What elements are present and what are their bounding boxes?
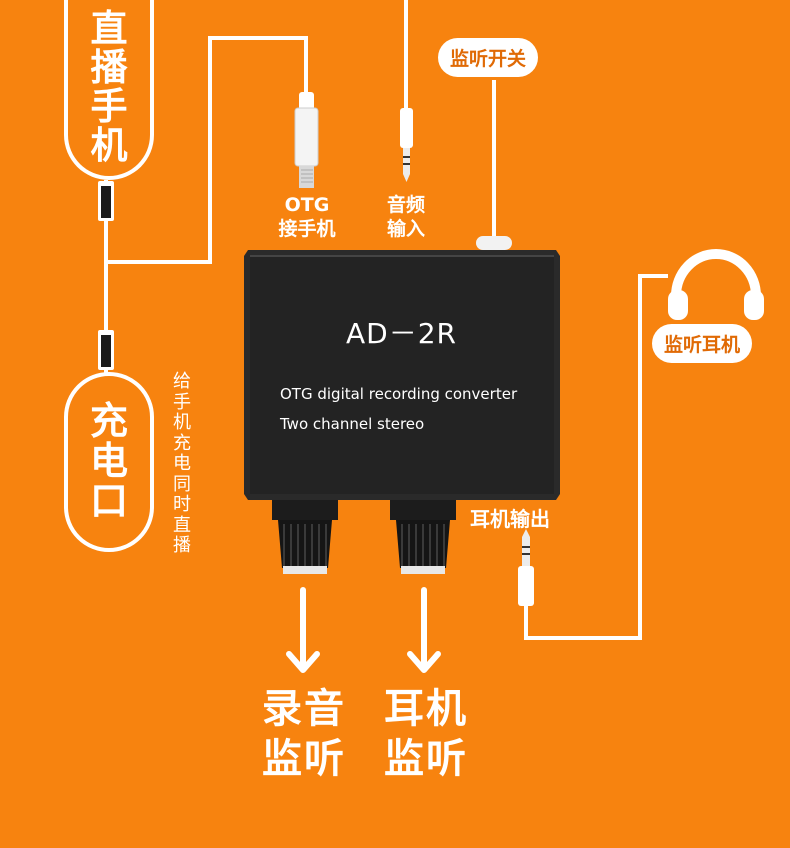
record-monitor-line2: 监听: [262, 736, 346, 782]
otg-label-line1: OTG: [284, 194, 330, 216]
audio-input-label-line2: 输入: [386, 217, 425, 240]
charge-note-char: 电: [173, 453, 191, 475]
otg-plug: [294, 92, 319, 188]
audio-input-label: 音频 输入: [372, 194, 440, 242]
otg-wire: [106, 36, 308, 264]
device-line2: Two channel stereo: [280, 415, 425, 433]
arrow-right: [407, 587, 441, 673]
record-monitor-line1: 录音: [262, 686, 346, 732]
headphone-output-label: 耳机输出: [470, 507, 550, 531]
phone-box-char: 直: [90, 7, 128, 51]
otg-label: OTG 接手机: [262, 194, 352, 242]
phone-connector-top: [98, 181, 114, 221]
headphone-output-wire: [524, 274, 668, 640]
converter-device: [244, 250, 560, 574]
charge-box-char: 充: [89, 399, 128, 444]
audio-input-plug: [400, 108, 413, 182]
charge-note-char: 机: [173, 412, 191, 434]
phone-box-char: 播: [90, 46, 128, 90]
charge-note-char: 充: [173, 432, 191, 454]
headphone-output-plug: [518, 529, 534, 606]
headphone-monitor-line2: 监听: [384, 736, 468, 782]
knob-right: [390, 500, 456, 574]
charge-note-char: 给: [173, 371, 191, 392]
arrow-left: [286, 587, 320, 673]
monitor-headphone-tag: 监听耳机: [652, 324, 753, 363]
monitor-switch-button: [476, 236, 512, 250]
charge-note-char: 手: [173, 391, 191, 413]
charge-note-char: 时: [173, 494, 191, 516]
charge-note: 给 手 机 充 电 同 时 直 播: [170, 371, 194, 557]
charge-box-char: 电: [89, 439, 128, 484]
audio-input-label-line1: 音频: [386, 194, 425, 216]
phone-box-char: 机: [90, 123, 128, 167]
monitor-switch-tag: 监听开关: [438, 38, 539, 77]
record-monitor-caption: 录音 监听: [252, 684, 356, 784]
charge-box-char: 口: [89, 478, 128, 523]
device-model: AD－2R: [346, 317, 457, 350]
otg-label-line2: 接手机: [278, 217, 336, 240]
knob-left: [272, 500, 338, 574]
headphone-icon: [668, 249, 764, 320]
charge-port-box: 充 电 口: [64, 372, 154, 552]
charge-note-char: 直: [173, 514, 191, 536]
phone-box: 直 播 手 机: [64, 0, 154, 180]
charge-note-char: 同: [173, 473, 191, 495]
headphone-monitor-caption: 耳机 监听: [374, 684, 478, 784]
charge-connector: [98, 330, 114, 370]
headphone-monitor-line1: 耳机: [384, 686, 468, 732]
device-line1: OTG digital recording converter: [280, 385, 518, 403]
phone-box-char: 手: [90, 85, 128, 128]
charge-note-char: 播: [173, 535, 191, 557]
